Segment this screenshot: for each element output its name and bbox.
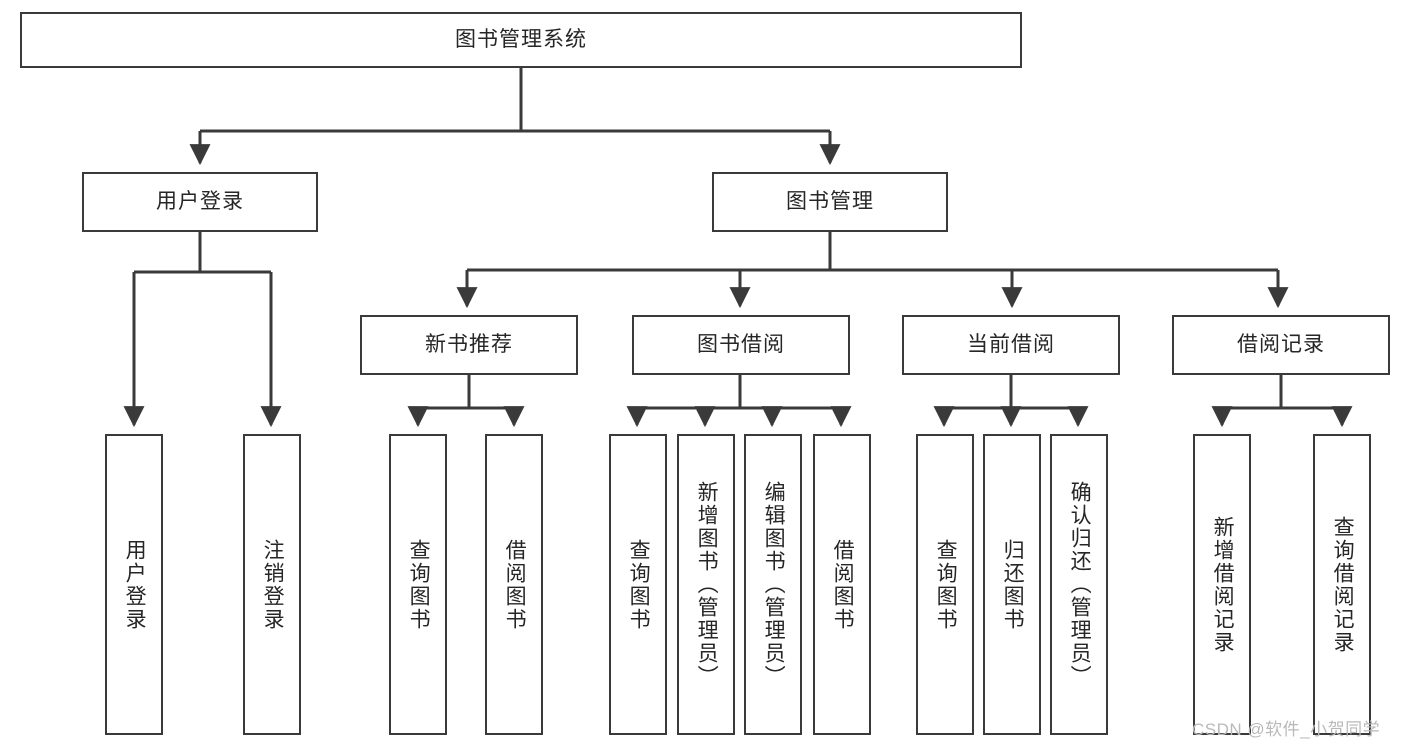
node-label: 新书推荐 — [425, 332, 513, 356]
node-book-management-system[interactable]: 图书管理系统 — [20, 12, 1022, 68]
node-user-login[interactable]: 用户登录 — [82, 172, 318, 232]
leaf-add-borrow-record[interactable]: 新增借阅记录 — [1193, 434, 1251, 735]
leaf-borrow-book-new-recommend[interactable]: 借阅图书 — [485, 434, 543, 735]
leaf-query-book-borrow[interactable]: 查询图书 — [609, 434, 667, 735]
node-label: 注销登录 — [261, 538, 285, 631]
node-label: 查询图书 — [407, 538, 431, 631]
node-label: 借阅记录 — [1237, 332, 1325, 356]
leaf-borrow-book-borrow[interactable]: 借阅图书 — [813, 434, 871, 735]
leaf-query-borrow-record[interactable]: 查询借阅记录 — [1313, 434, 1371, 735]
node-book-management[interactable]: 图书管理 — [712, 172, 948, 232]
node-label: 图书借阅 — [697, 332, 785, 356]
leaf-return-book[interactable]: 归还图书 — [983, 434, 1041, 735]
leaf-confirm-return-admin[interactable]: 确认归还（管理员） — [1050, 434, 1108, 735]
leaf-query-book-current[interactable]: 查询图书 — [916, 434, 974, 735]
node-label: 查询图书 — [934, 538, 958, 631]
node-label: 当前借阅 — [967, 332, 1055, 356]
leaf-query-book-new-recommend[interactable]: 查询图书 — [389, 434, 447, 735]
node-label: 用户登录 — [123, 538, 147, 631]
node-label: 新增图书（管理员） — [695, 481, 719, 688]
leaf-edit-book-admin[interactable]: 编辑图书（管理员） — [744, 434, 802, 735]
node-book-borrow[interactable]: 图书借阅 — [632, 315, 850, 375]
leaf-logout-login[interactable]: 注销登录 — [243, 434, 301, 735]
node-label: 编辑图书（管理员） — [762, 481, 786, 688]
node-label: 归还图书 — [1001, 538, 1025, 631]
node-label: 图书管理系统 — [455, 27, 587, 51]
node-label: 用户登录 — [156, 189, 244, 213]
node-label: 查询借阅记录 — [1331, 515, 1355, 654]
leaf-user-login[interactable]: 用户登录 — [105, 434, 163, 735]
node-new-book-recommend[interactable]: 新书推荐 — [360, 315, 578, 375]
node-label: 新增借阅记录 — [1211, 515, 1235, 654]
node-label: 图书管理 — [786, 189, 874, 213]
node-current-borrow[interactable]: 当前借阅 — [902, 315, 1120, 375]
leaf-add-book-admin[interactable]: 新增图书（管理员） — [677, 434, 735, 735]
node-label: 查询图书 — [627, 538, 651, 631]
node-label: 借阅图书 — [503, 538, 527, 631]
node-label: 借阅图书 — [831, 538, 855, 631]
node-label: 确认归还（管理员） — [1068, 481, 1092, 688]
node-borrow-record[interactable]: 借阅记录 — [1172, 315, 1390, 375]
